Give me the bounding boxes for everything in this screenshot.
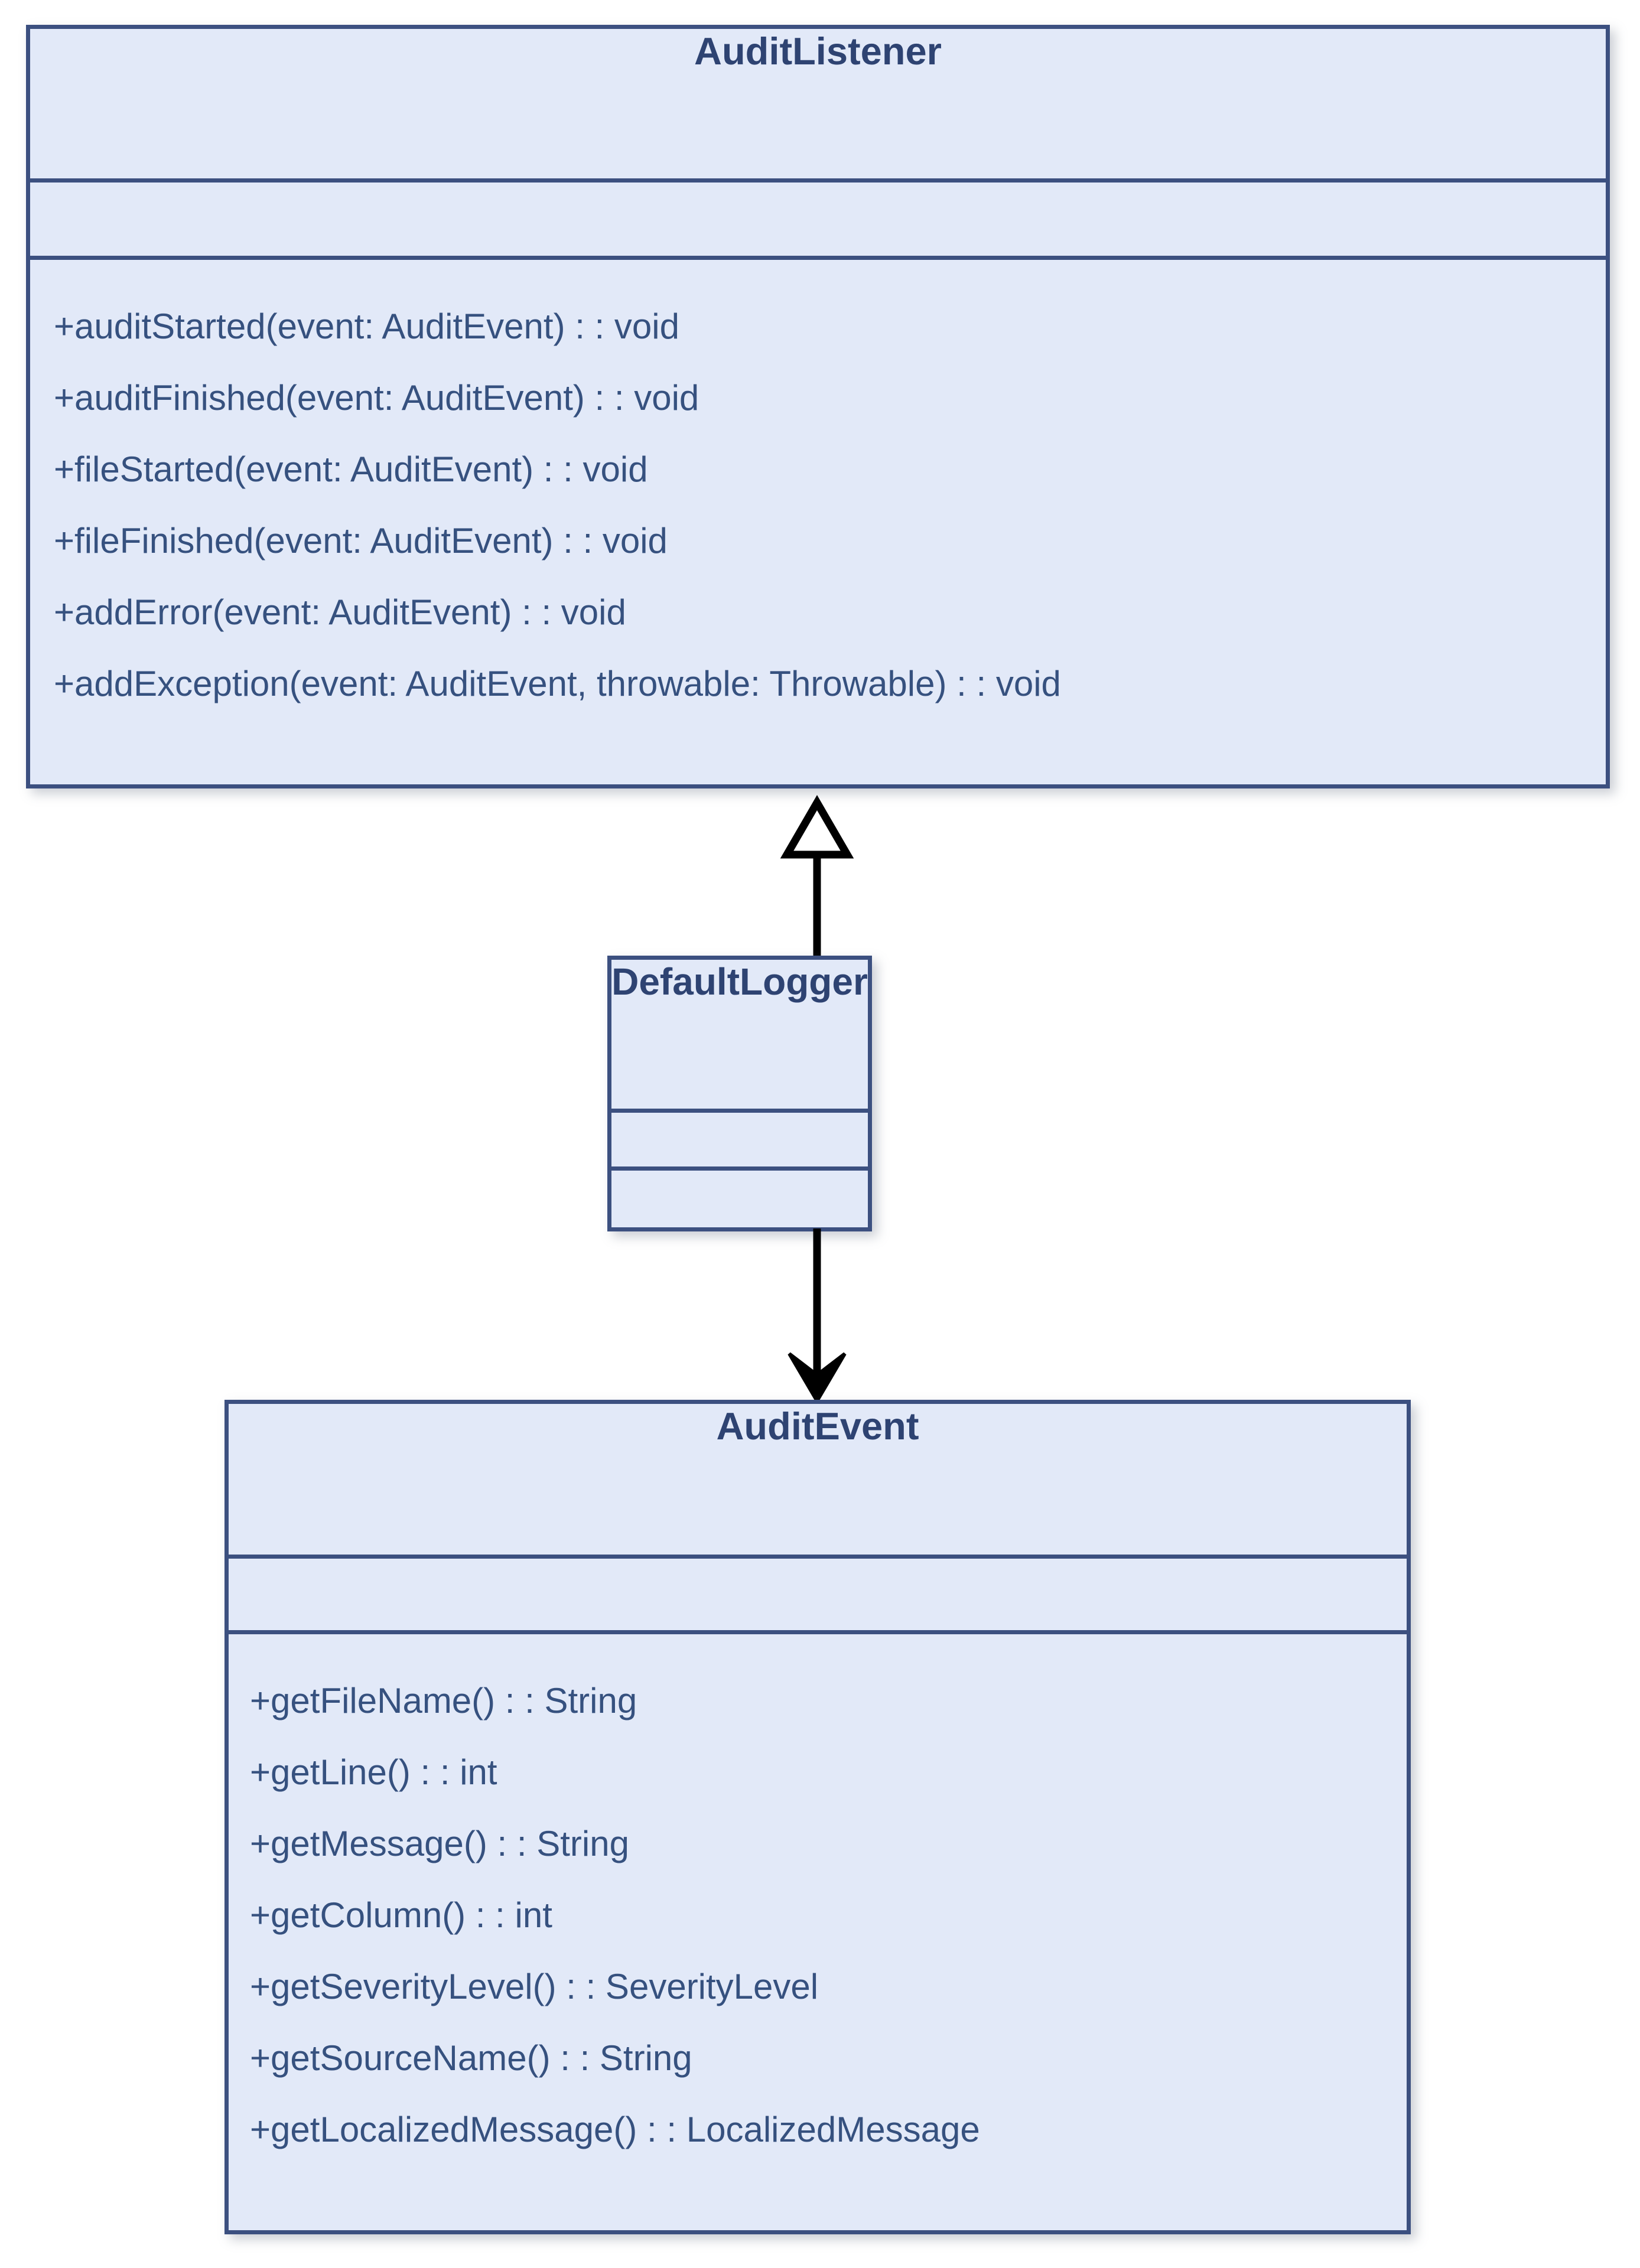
class-title-compartment: DefaultLogger (611, 960, 868, 1109)
class-attributes-compartment (30, 178, 1606, 256)
method-item: +auditFinished(event: AuditEvent) : : vo… (54, 378, 699, 418)
generalization-connector (780, 795, 854, 959)
method-item: +getLocalizedMessage() : : LocalizedMess… (250, 2110, 980, 2149)
class-name-defaultlogger: DefaultLogger (611, 960, 868, 1003)
method-item: +fileStarted(event: AuditEvent) : : void (54, 449, 648, 489)
method-item: +getSeverityLevel() : : SeverityLevel (250, 1967, 819, 2006)
method-item: +getSourceName() : : String (250, 2038, 692, 2078)
class-title-compartment: AuditListener (30, 29, 1606, 178)
method-item: +addError(event: AuditEvent) : : void (54, 592, 626, 632)
hollow-triangle-arrowhead (780, 795, 854, 859)
class-attributes-compartment (611, 1109, 868, 1166)
method-item: +auditStarted(event: AuditEvent) : : voi… (54, 307, 679, 346)
class-attributes-compartment (229, 1555, 1407, 1630)
uml-class-auditevent[interactable]: AuditEvent +getFileName() : : String +ge… (224, 1400, 1411, 2234)
class-title-compartment: AuditEvent (229, 1404, 1407, 1555)
method-item: +getLine() : : int (250, 1752, 497, 1792)
method-item: +getMessage() : : String (250, 1824, 629, 1863)
dependency-connector (788, 1228, 847, 1405)
class-name-auditlistener: AuditListener (694, 30, 942, 73)
method-list: +auditStarted(event: AuditEvent) : : voi… (30, 260, 1606, 719)
method-list: +getFileName() : : String +getLine() : :… (229, 1634, 1407, 2165)
method-item: +addException(event: AuditEvent, throwab… (54, 664, 1061, 703)
class-name-auditevent: AuditEvent (716, 1405, 919, 1448)
method-item: +getColumn() : : int (250, 1895, 552, 1935)
class-methods-compartment (611, 1166, 868, 1227)
solid-arrowhead (788, 1352, 847, 1405)
method-item: +fileFinished(event: AuditEvent) : : voi… (54, 521, 668, 561)
uml-class-defaultlogger[interactable]: DefaultLogger (607, 956, 872, 1231)
class-methods-compartment: +auditStarted(event: AuditEvent) : : voi… (30, 256, 1606, 784)
uml-class-auditlistener[interactable]: AuditListener +auditStarted(event: Audit… (26, 25, 1610, 788)
class-methods-compartment: +getFileName() : : String +getLine() : :… (229, 1630, 1407, 2230)
method-item: +getFileName() : : String (250, 1681, 637, 1720)
